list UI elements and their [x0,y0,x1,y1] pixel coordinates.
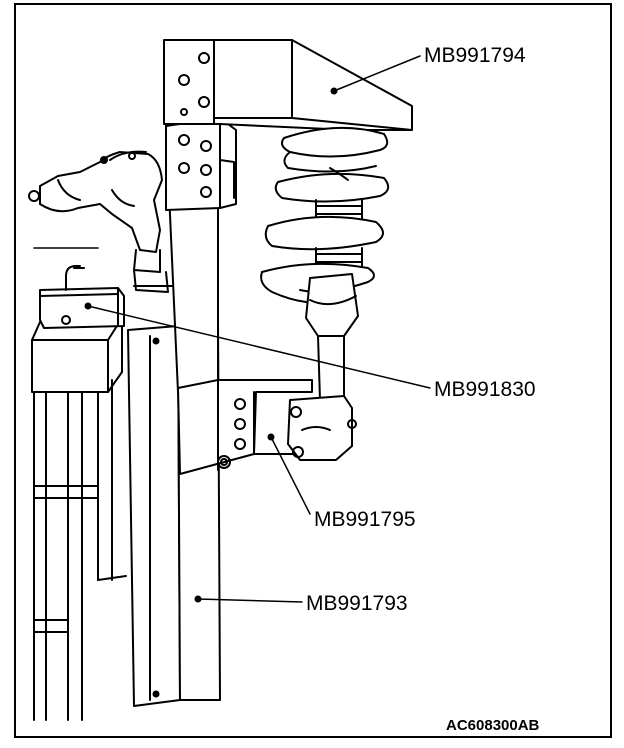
shock-absorber [305,273,359,401]
impact-wrench [28,150,179,293]
knuckle-bracket-mb991795 [177,379,357,475]
workbench [31,247,127,721]
callout-mb991830: MB991830 [434,378,536,401]
top-plate-mb991794 [163,39,413,131]
callout-mb991793: MB991793 [306,592,408,615]
leader-lines [87,55,431,603]
figure-frame [14,3,612,738]
figure-id: AC608300AB [446,717,540,734]
vise-block-mb991830 [39,265,125,329]
upper-column [165,117,237,393]
callout-mb991794: MB991794 [424,44,526,67]
callout-mb991795: MB991795 [314,508,416,531]
